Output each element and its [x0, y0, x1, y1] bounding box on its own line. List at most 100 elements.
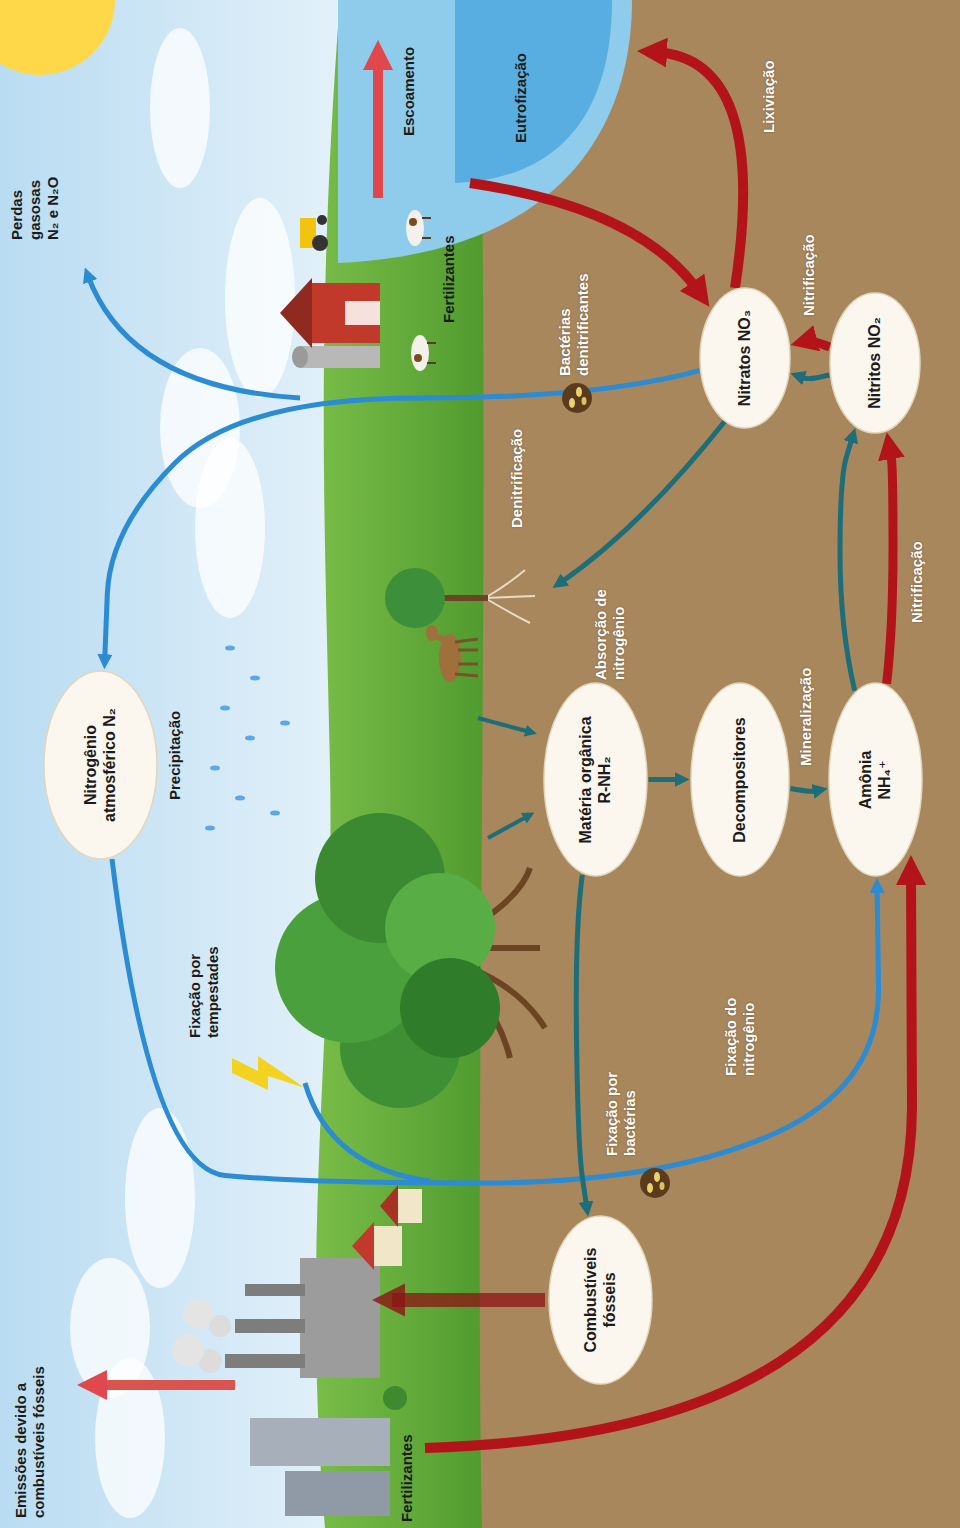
node-label: Combustíveis fósseis — [581, 1243, 619, 1358]
lake — [338, 0, 632, 263]
farm — [292, 346, 308, 368]
cycle-ellipse: Amônia NH₄⁺ — [828, 683, 923, 878]
diagram-label: Escoamento — [400, 47, 418, 136]
ellipse-outline — [544, 684, 647, 877]
farm — [345, 301, 380, 325]
city — [225, 1354, 305, 1368]
flow-arrows — [478, 718, 530, 732]
cycle-ellipse: Nitritos NO₂ — [829, 292, 921, 434]
node-text-group: Amônia NH₄⁺ — [856, 743, 894, 818]
cycle-ellipse: Matéria orgânica R-NH₂ — [543, 683, 648, 878]
cycle-arrow — [649, 777, 681, 782]
city — [380, 1185, 398, 1227]
node-label: Decompositores — [730, 710, 749, 850]
cycle-arrow — [576, 875, 587, 1208]
flow-arrows — [95, 1380, 235, 1390]
node-label: Nitratos NO₃ — [735, 306, 754, 411]
bacteria-icon — [654, 1172, 660, 1182]
bacteria-icon — [640, 1168, 670, 1198]
farm — [310, 283, 380, 343]
city — [300, 1258, 380, 1378]
cycle-ellipse: Nitrogênio atmosférico N₂ — [43, 670, 158, 860]
raindrops — [270, 811, 280, 816]
cycle-arrow — [887, 448, 893, 683]
bacteria-icon — [576, 387, 582, 397]
ellipse-outline — [548, 1215, 653, 1385]
lightning-bolt — [232, 1056, 305, 1090]
city — [172, 1185, 422, 1516]
lake-deep — [455, 0, 612, 183]
node-label: Matéria orgânica R-NH₂ — [576, 708, 614, 853]
flow-arrows — [425, 873, 912, 1448]
node-text-group: Nitrogênio atmosférico N₂ — [81, 695, 119, 835]
node-text-group: Matéria orgânica R-NH₂ — [576, 708, 614, 853]
process-label: Mineralização — [797, 668, 815, 766]
deer — [458, 649, 478, 652]
diagram-label: Eutrofização — [512, 53, 530, 143]
farm — [300, 346, 380, 368]
raindrops — [205, 826, 215, 831]
city — [372, 1226, 402, 1266]
diagram-label: Perdas gasosas N₂ e N₂O — [8, 160, 62, 240]
ellipse-outline — [43, 670, 158, 860]
bacteria-icon — [582, 397, 587, 405]
bacteria-icon — [562, 383, 592, 413]
flow-arrows — [392, 1293, 545, 1307]
flow-arrows — [373, 58, 383, 198]
city — [172, 1334, 204, 1366]
farm — [427, 342, 436, 344]
cycle-ellipse: Combustíveis fósseis — [548, 1215, 653, 1385]
diagram-label: Fixação por bactérias — [603, 1046, 639, 1156]
small-tree — [385, 568, 445, 628]
city — [396, 1189, 422, 1223]
bacteria-icon — [660, 1182, 665, 1190]
farm — [317, 215, 327, 225]
raindrops — [210, 766, 220, 771]
flow-arrows — [88, 52, 912, 1448]
raindrops — [220, 706, 230, 711]
cycle-arrow — [112, 859, 879, 1183]
flow-arrows — [488, 816, 528, 838]
diagram-label: Precipitação — [166, 711, 184, 800]
bacteria-icon — [647, 1183, 653, 1193]
farm — [414, 354, 422, 362]
diagram-label: Fixação por tempestades — [186, 913, 222, 1038]
diagram-label: Lixiviação — [760, 60, 778, 133]
cycle-ellipse: Nitratos NO₃ — [699, 287, 791, 429]
diagram-label: Fertilizantes — [440, 235, 458, 323]
soil — [480, 0, 960, 1528]
farm — [411, 335, 429, 371]
flow-arrows — [560, 421, 725, 583]
clouds — [150, 28, 210, 188]
farm — [406, 210, 424, 246]
flow-arrows — [88, 276, 300, 398]
cycle-arrow — [799, 375, 829, 379]
raindrops — [225, 646, 235, 651]
cycle-arrow — [840, 437, 855, 691]
farm — [312, 235, 328, 251]
deer — [455, 639, 478, 642]
flow-arrows — [655, 52, 743, 288]
city — [235, 1319, 305, 1333]
farm — [280, 278, 312, 348]
sky — [0, 0, 380, 1528]
raindrops — [235, 796, 245, 801]
clouds — [70, 1258, 150, 1398]
city — [383, 1386, 407, 1410]
city — [285, 1471, 390, 1516]
ellipse-outline — [44, 671, 157, 859]
diagram-label: Emissões devido a combustíveis fósseis — [12, 1288, 48, 1518]
bacteria-icon — [640, 1168, 670, 1198]
sun — [0, 0, 115, 75]
tree — [400, 958, 500, 1058]
city — [245, 1284, 305, 1296]
ellipse-outline — [828, 683, 923, 878]
process-label: Nitrificação — [800, 234, 818, 316]
farm — [422, 237, 431, 239]
node-text-group: Combustíveis fósseis — [581, 1243, 619, 1358]
diagram-label: Absorção de nitrogênio — [592, 575, 628, 680]
clouds — [125, 1108, 195, 1288]
ellipse-outline — [549, 1216, 652, 1384]
deer — [458, 663, 478, 666]
